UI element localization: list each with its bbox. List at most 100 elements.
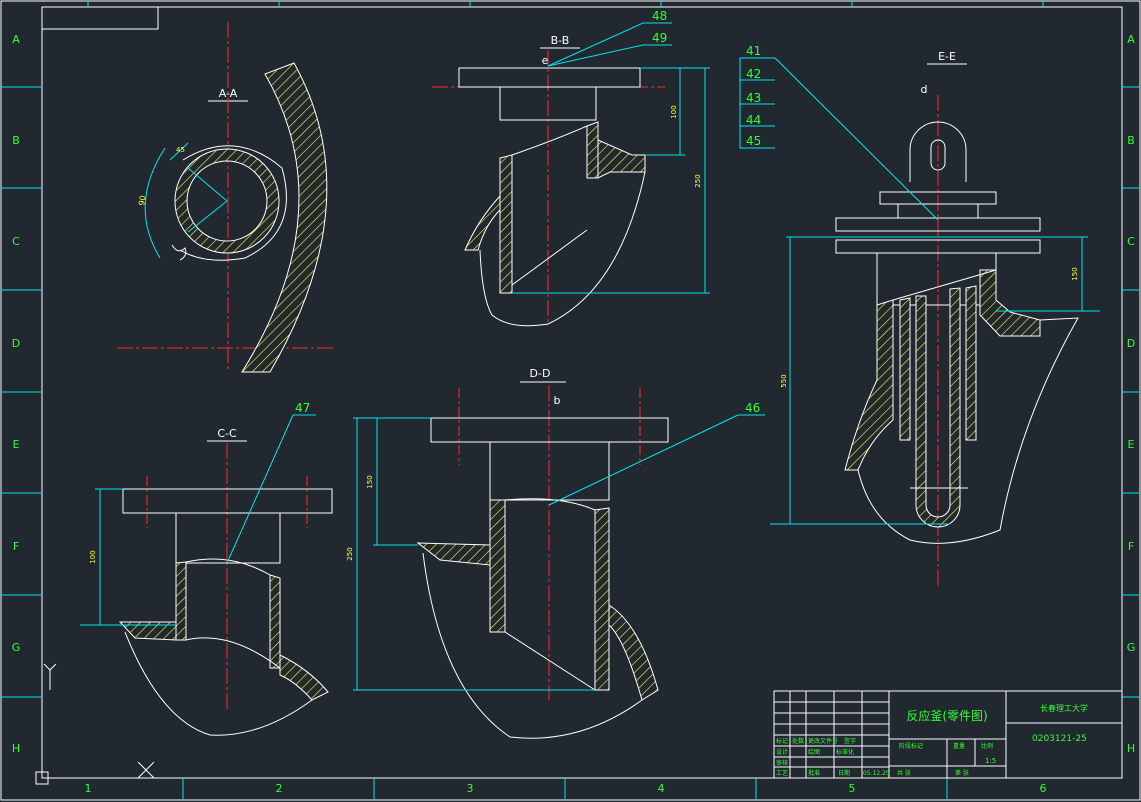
cc-inner-bottom-edge (185, 637, 281, 669)
tb-part-name: 反应釜(零件图) (906, 708, 987, 723)
dd-letter-b: b (554, 394, 561, 407)
aa-angle-dimension-text: 90 (137, 195, 148, 207)
tb-label-process: 工艺 (776, 769, 788, 777)
bb-inner-edge (511, 125, 588, 156)
zone-col-4: 4 (658, 782, 665, 795)
zone-row-f-right: F (1128, 540, 1134, 553)
tb-label-date: 日期 (838, 769, 850, 777)
tb-label-sheet: 第 张 (955, 769, 969, 777)
dd-dim-150-text: 150 (366, 475, 374, 488)
view-b-b: B-B e 100 250 (432, 34, 710, 327)
cc-side-nozzle-section (118, 621, 177, 641)
dd-dim-250-text: 250 (346, 547, 354, 560)
aa-angle-ray-lower (187, 200, 228, 233)
tb-label-ratio: 比例 (981, 742, 993, 750)
zone-row-g-left: G (12, 641, 21, 654)
aa-angle-ray-upper (187, 167, 228, 202)
ee-outer-tube-section-right (965, 285, 977, 441)
tb-label-sign: 签字 (844, 737, 856, 745)
balloon-45: 45 (746, 134, 761, 148)
bb-section-label: B-B (551, 34, 570, 47)
tb-label-design: 设计 (776, 748, 788, 756)
tb-label-weight: 重量 (953, 742, 965, 750)
aa-nozzle-ring-section (174, 148, 280, 254)
zone-row-a-right: A (1127, 33, 1135, 46)
dd-vessel-profile (422, 552, 643, 739)
zone-row-h-left: H (12, 742, 20, 755)
aa-angle-dimension-arc (144, 147, 166, 259)
zone-col-2: 2 (276, 782, 283, 795)
part-balloons (226, 22, 939, 564)
ee-inner-tube-section (915, 287, 961, 528)
dd-inner-diagonal (504, 631, 596, 691)
cc-inner-edge (185, 558, 271, 576)
balloon-44: 44 (746, 113, 761, 127)
dd-flange (430, 417, 669, 443)
balloon-46: 46 (745, 401, 760, 415)
dd-neck (489, 442, 610, 501)
ee-letter-d: d (921, 83, 928, 96)
tb-drawing-number: 0203121-25 (1032, 734, 1087, 744)
cc-right-break-section (279, 654, 329, 701)
dd-inner-edge (504, 498, 596, 511)
zone-row-h-right: H (1127, 742, 1135, 755)
balloon-41: 41 (746, 44, 761, 58)
tb-label-change-doc: 更改文件号 (808, 737, 838, 745)
ucs-icon (35, 663, 155, 785)
balloon-49: 49 (652, 31, 667, 45)
tb-label-standard: 标准化 (836, 748, 854, 756)
dd-right-break-section (608, 604, 659, 701)
zone-col-3: 3 (467, 782, 474, 795)
balloon-47: 47 (295, 401, 310, 415)
bb-neck (499, 87, 597, 121)
tb-label-approve: 批准 (808, 769, 820, 777)
ee-inner-top-edge (892, 269, 997, 301)
dd-right-wall-section (594, 507, 610, 691)
zone-row-f-left: F (13, 540, 19, 553)
tb-label-tag: 标记 (776, 737, 788, 745)
ee-lifting-lug (909, 121, 967, 182)
tb-school-name: 长春理工大学 (1040, 703, 1088, 713)
aa-nozzle-outer-profile (179, 145, 287, 261)
ee-section-label: E-E (938, 50, 956, 63)
balloon-43: 43 (746, 91, 761, 105)
view-e-e: E-E d 550 150 (770, 50, 1100, 588)
bb-vessel-profile (479, 171, 646, 327)
cc-left-wall-section (175, 561, 187, 641)
aa-small-dim-leader (169, 142, 189, 161)
ee-neck (876, 253, 997, 306)
ee-dim-150-text: 150 (1071, 267, 1079, 280)
zone-row-e-right: E (1128, 438, 1135, 451)
bb-side-nozzle-section (597, 139, 646, 179)
bb-flange (458, 67, 641, 88)
cc-dim-100-text: 100 (89, 550, 97, 563)
ee-lug-slot (930, 139, 946, 171)
ee-right-shell-section (979, 269, 1041, 337)
ee-top-flange (835, 217, 1041, 232)
ee-bottom-flange (835, 239, 1041, 254)
ee-left-shell-section (844, 299, 894, 471)
zone-row-a-left: A (12, 33, 20, 46)
view-c-c: C-C 100 (80, 427, 333, 736)
ee-vessel-profile (857, 317, 1079, 544)
zone-row-c-left: C (12, 235, 20, 248)
zone-row-d-right: D (1127, 337, 1135, 350)
zone-col-6: 6 (1040, 782, 1047, 795)
ee-dim-550-text: 550 (780, 374, 788, 387)
bb-letter-e: e (542, 54, 549, 67)
tb-date-value: 05.12.25 (863, 770, 890, 777)
tb-scale-value: 1:5 (985, 757, 996, 765)
aa-small-dimension-text: 45 (176, 146, 185, 154)
tb-label-check: 审核 (776, 759, 788, 767)
bb-dim-100-text: 100 (670, 105, 678, 118)
cc-neck (175, 513, 281, 564)
view-d-d: D-D b 150 250 (346, 367, 669, 739)
tb-label-drawn: 绘图 (808, 748, 820, 756)
zone-row-e-left: E (13, 438, 20, 451)
cc-vessel-profile (124, 631, 313, 736)
view-a-a: A-A 90 45 (117, 22, 336, 373)
tb-label-stage-mark: 阶段标记 (899, 742, 923, 750)
bb-inner-diagonal (511, 229, 588, 286)
zone-row-g-right: G (1127, 641, 1136, 654)
